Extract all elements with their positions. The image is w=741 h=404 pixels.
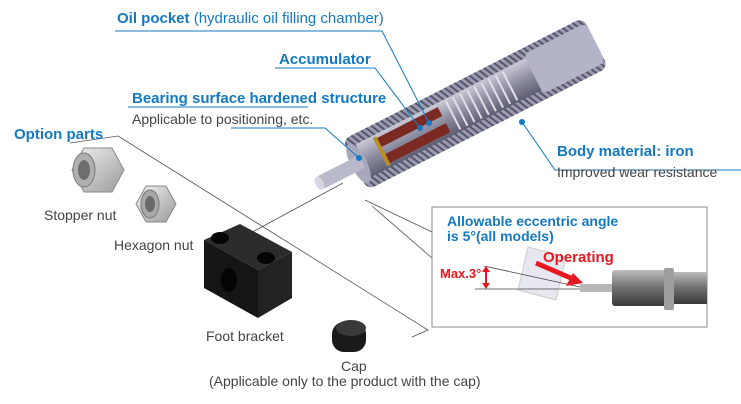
foot-bracket-illustration bbox=[204, 224, 292, 318]
oil-pocket-title: Oil pocket bbox=[117, 10, 190, 27]
inset-illustration bbox=[475, 246, 707, 310]
hexagon-nut-label: Hexagon nut bbox=[114, 237, 194, 253]
bearing-note: Applicable to positioning, etc. bbox=[132, 111, 314, 127]
body-material-note: Improved wear resistance bbox=[557, 164, 718, 180]
shock-absorber-illustration bbox=[314, 20, 606, 190]
option-parts-heading: Option parts bbox=[14, 126, 104, 143]
body-material-label: Body material: iron bbox=[557, 143, 694, 160]
eccentric-angle-line2: is 5°(all models) bbox=[447, 228, 554, 244]
eccentric-angle-line1: Allowable eccentric angle bbox=[447, 213, 619, 229]
operating-label: Operating bbox=[543, 249, 614, 266]
accumulator-label: Accumulator bbox=[279, 51, 371, 68]
inset-box bbox=[431, 206, 708, 328]
cap-illustration bbox=[332, 320, 366, 352]
foot-bracket-label: Foot bracket bbox=[206, 328, 284, 344]
eccentric-angle-title: Allowable eccentric angle is 5°(all mode… bbox=[447, 214, 618, 244]
max-angle-label: Max.3° bbox=[440, 266, 482, 281]
stopper-nut-illustration bbox=[71, 147, 125, 193]
stopper-nut-label: Stopper nut bbox=[44, 207, 117, 223]
bearing-label: Bearing surface hardened structure bbox=[132, 90, 387, 107]
cap-note: (Applicable only to the product with the… bbox=[209, 373, 481, 389]
cap-label: Cap bbox=[341, 358, 367, 374]
hexagon-nut-illustration bbox=[135, 185, 177, 223]
oil-pocket-subtitle: (hydraulic oil filling chamber) bbox=[193, 10, 384, 27]
oil-pocket-label: Oil pocket (hydraulic oil filling chambe… bbox=[117, 10, 384, 27]
